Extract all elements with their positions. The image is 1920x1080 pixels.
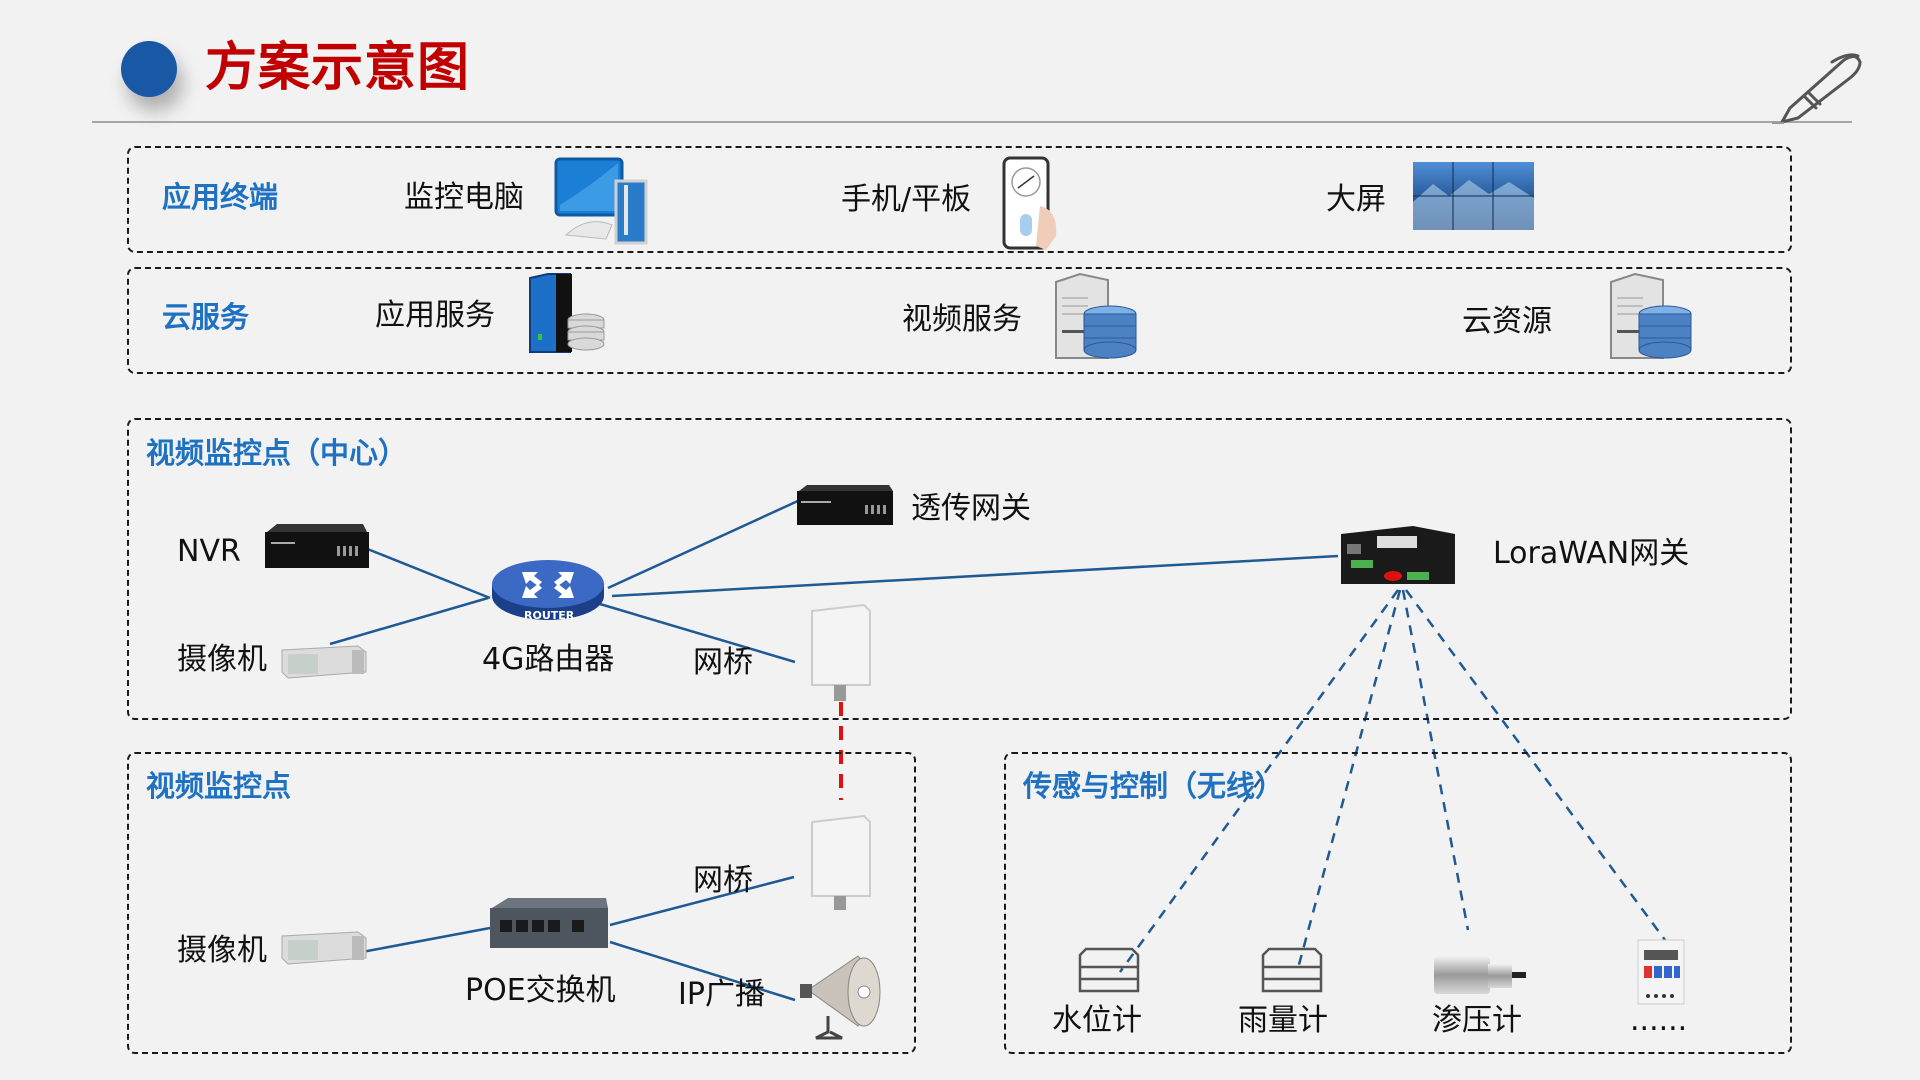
section-label-cloud-services: 云服务 <box>162 300 250 334</box>
transparent-gateway-icon <box>797 485 893 525</box>
camera-icon <box>281 645 367 679</box>
desktop-computer-icon <box>554 157 648 245</box>
section-label-video-center: 视频监控点（中心） <box>146 436 408 470</box>
label-video-service: 视频服务 <box>902 302 1022 337</box>
label-nvr: NVR <box>177 534 241 569</box>
wireless-bridge-icon <box>811 814 871 910</box>
label-bridge-center: 网桥 <box>693 645 753 680</box>
camera-icon <box>281 931 367 965</box>
label-4g-router: 4G路由器 <box>482 642 615 677</box>
section-label-sensors: 传感与控制（无线） <box>1023 769 1285 803</box>
database-server-icon <box>1610 272 1692 359</box>
label-lorawan-gateway: LoraWAN网关 <box>1493 536 1690 571</box>
page-title: 方案示意图 <box>205 38 471 98</box>
label-piezometer: 渗压计 <box>1432 1003 1522 1038</box>
label-big-screen: 大屏 <box>1326 182 1386 217</box>
video-wall-icon <box>1413 162 1534 230</box>
database-server-icon <box>1055 272 1137 359</box>
label-water-level-gauge: 水位计 <box>1052 1003 1142 1038</box>
poe-switch-icon <box>490 898 608 948</box>
section-video-site <box>127 752 916 1054</box>
water-level-gauge-icon <box>1078 947 1140 993</box>
section-label-video-site: 视频监控点 <box>146 769 292 803</box>
label-app-service: 应用服务 <box>375 298 495 333</box>
section-cloud-services <box>127 267 1792 374</box>
lorawan-gateway-icon <box>1341 526 1455 584</box>
label-rain-gauge: 雨量计 <box>1238 1003 1328 1038</box>
piezometer-icon <box>1434 956 1526 994</box>
rain-gauge-icon <box>1261 947 1323 993</box>
label-more-devices: ...... <box>1630 1003 1688 1038</box>
section-video-center <box>127 418 1792 720</box>
router-badge: ROUTER <box>524 609 575 622</box>
spacer <box>1285 949 1287 951</box>
title-bullet-icon <box>121 41 177 97</box>
app-server-icon <box>529 273 605 353</box>
label-mobile-tablet: 手机/平板 <box>841 182 972 217</box>
label-camera-center: 摄像机 <box>177 642 267 677</box>
title-divider <box>92 121 1852 123</box>
pen-icon <box>1772 53 1862 125</box>
section-sensors-wireless <box>1004 752 1792 1054</box>
label-cloud-resource: 云资源 <box>1462 304 1552 339</box>
ip-speaker-icon <box>800 955 881 1040</box>
label-poe-switch: POE交换机 <box>465 973 616 1008</box>
label-bridge-site: 网桥 <box>693 863 753 898</box>
section-app-terminals <box>127 146 1792 253</box>
nvr-icon <box>265 524 369 568</box>
controller-device-icon <box>1637 939 1685 1005</box>
label-monitor-pc: 监控电脑 <box>404 180 524 215</box>
label-ip-broadcast: IP广播 <box>678 977 765 1012</box>
smartphone-icon <box>1002 156 1057 250</box>
router-icon <box>492 560 604 620</box>
wireless-bridge-icon <box>811 603 871 701</box>
label-transparent-gateway: 透传网关 <box>911 491 1031 526</box>
label-camera-site: 摄像机 <box>177 933 267 968</box>
section-label-app-terminals: 应用终端 <box>162 180 279 214</box>
